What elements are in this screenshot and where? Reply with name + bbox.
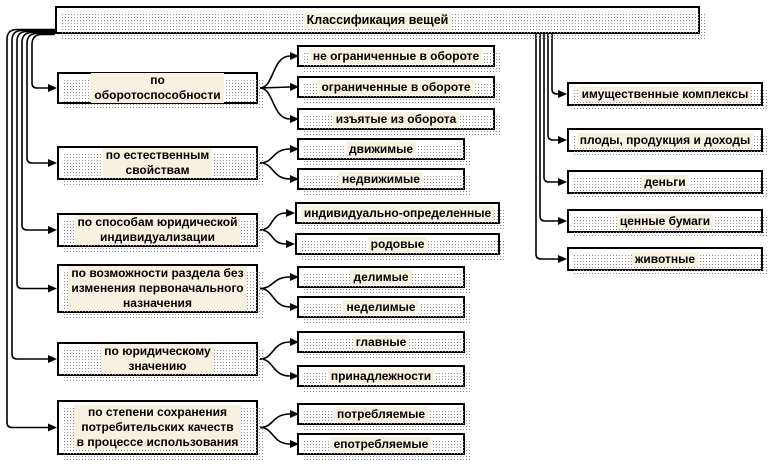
kind-label: индивидуально-определенные — [300, 205, 495, 221]
kind-label: делимые — [350, 269, 412, 285]
category-box-by-consumption-degree: по степени сохранения потребительских ка… — [57, 400, 263, 460]
category-box-by-individualization-method: по способам юридической индивидуализации — [57, 213, 263, 252]
diagram-title: Классификация вещей — [303, 12, 452, 28]
kind-label: не ограниченные в обороте — [309, 48, 483, 64]
kind-label: изъятые из оборота — [332, 111, 460, 127]
category-label: по юридическому значению — [101, 344, 214, 374]
category-box-by-turnover-capacity: по оборотоспособности — [57, 72, 263, 109]
kind-label: недвижимые — [339, 171, 423, 187]
category-box-by-legal-significance: по юридическому значению — [57, 342, 263, 381]
category-box-by-natural-properties: по естественным свойствам — [57, 146, 263, 185]
special-box-securities: ценные бумаги — [567, 209, 768, 238]
kind-label: неделимые — [343, 299, 419, 315]
kind-box-movable: движимые — [297, 138, 470, 165]
special-label: плоды, продукция и доходы — [576, 132, 754, 148]
kind-label: родовые — [367, 236, 428, 252]
kind-label: главные — [352, 334, 410, 350]
special-box-fruits-production-income: плоды, продукция и доходы — [567, 128, 768, 157]
kind-label: движимые — [345, 141, 417, 157]
special-box-property-complexes: имущественные комплексы — [567, 82, 768, 111]
kind-box-divisible: делимые — [297, 266, 470, 293]
kind-box-limited-in-turnover: ограниченные в обороте — [297, 76, 500, 103]
kind-box-generic: родовые — [295, 233, 505, 260]
category-box-by-divisibility: по возможности раздела без изменения пер… — [57, 264, 263, 318]
kind-box-accessories: принадлежности — [297, 365, 470, 392]
kind-box-principal: главные — [297, 331, 470, 358]
kind-box-immovable: недвижимые — [297, 168, 470, 195]
kind-box-individually-defined: индивидуально-определенные — [295, 202, 505, 229]
kind-label: епотребляемые — [330, 436, 432, 452]
special-label: животные — [631, 251, 699, 267]
special-label: ценные бумаги — [616, 213, 714, 229]
kind-label: ограниченные в обороте — [318, 79, 474, 95]
kind-box-withdrawn-from-turnover: изъятые из оборота — [297, 108, 500, 135]
special-box-animals: животные — [567, 247, 768, 276]
special-label: деньги — [641, 174, 689, 190]
kind-box-indivisible: неделимые — [297, 296, 470, 323]
category-label: по способам юридической индивидуализации — [74, 215, 241, 245]
special-box-money: деньги — [567, 170, 768, 199]
title-box: Классификация вещей — [55, 6, 705, 39]
kind-box-nonconsumable: епотребляемые — [297, 433, 470, 460]
category-label: по естественным свойствам — [102, 148, 213, 178]
kind-label: принадлежности — [327, 368, 435, 384]
kind-box-consumable: потребляемые — [297, 403, 470, 430]
category-label: по оборотоспособности — [91, 73, 224, 103]
kind-box-not-limited-in-turnover: не ограниченные в обороте — [297, 45, 500, 72]
category-label: по возможности раздела без изменения пер… — [68, 266, 247, 311]
kind-label: потребляемые — [333, 406, 429, 422]
special-label: имущественные комплексы — [578, 86, 752, 102]
category-label: по степени сохранения потребительских ка… — [73, 405, 242, 450]
